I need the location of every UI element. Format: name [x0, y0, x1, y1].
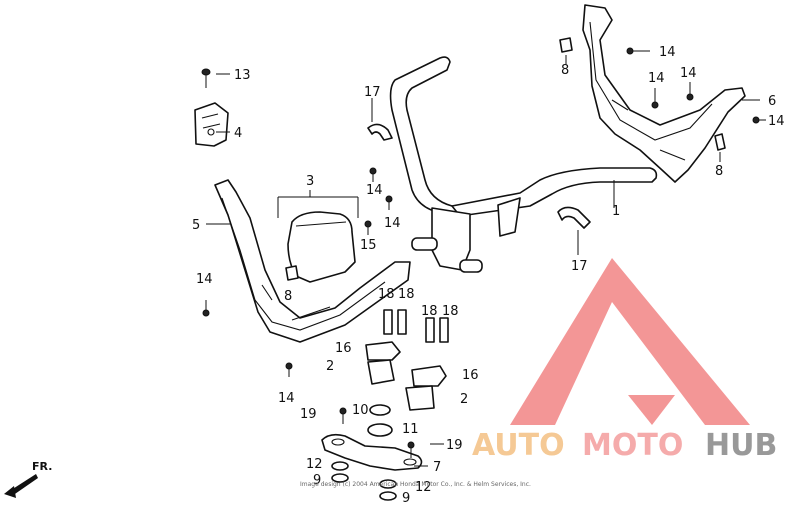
front-direction-indicator: FR.: [4, 460, 52, 498]
callout-8: 8: [284, 289, 292, 304]
callout-8: 8: [561, 63, 569, 78]
watermark-text-auto: AUTO: [472, 428, 565, 463]
callout-14: 14: [659, 45, 676, 60]
callout-14: 14: [196, 272, 213, 287]
watermark-text-moto: MOTO: [582, 428, 683, 463]
callout-15: 15: [360, 238, 377, 253]
bracket-part: [194, 68, 229, 147]
callout-labels: 1 2 2 3 4 5 6 7 8 8 8 9 9 10 11 12 12 13…: [192, 45, 785, 506]
leader-lines: [206, 55, 760, 467]
callout-17: 17: [364, 85, 381, 100]
callout-16: 16: [462, 368, 479, 383]
callout-18: 18: [421, 304, 438, 319]
callout-19: 19: [300, 407, 317, 422]
callout-10: 10: [352, 403, 369, 418]
callout-14: 14: [278, 391, 295, 406]
callout-19: 19: [446, 438, 463, 453]
callout-14: 14: [768, 114, 785, 129]
callout-14: 14: [384, 216, 401, 231]
callout-13: 13: [234, 68, 251, 83]
holder-parts: [365, 309, 449, 411]
direction-label: FR.: [32, 460, 52, 473]
callout-18: 18: [378, 287, 395, 302]
callout-14: 14: [648, 71, 665, 86]
callout-14: 14: [366, 183, 383, 198]
callout-12: 12: [306, 457, 323, 472]
watermark-text-hub: HUB: [705, 428, 777, 463]
callout-18: 18: [398, 287, 415, 302]
callout-8: 8: [715, 164, 723, 179]
fastener-screws: [202, 37, 766, 377]
callout-17: 17: [571, 259, 588, 274]
callout-12: 12: [415, 480, 432, 495]
watermark-triangle-icon: [510, 258, 750, 425]
callout-4: 4: [234, 126, 242, 141]
front-arrow-icon: [8, 474, 38, 496]
left-cover-part: [214, 179, 411, 343]
callout-5: 5: [192, 218, 200, 233]
callout-11: 11: [402, 422, 419, 437]
callout-6: 6: [768, 94, 776, 109]
callout-14: 14: [680, 66, 697, 81]
right-cover-part: [582, 4, 746, 183]
callout-1: 1: [612, 204, 620, 219]
callout-9: 9: [402, 491, 410, 506]
lower-plate-parts: [321, 404, 423, 501]
callout-16: 16: [335, 341, 352, 356]
copyright-text: Image design (c) 2004 American Honda Mot…: [300, 481, 531, 488]
callout-18: 18: [442, 304, 459, 319]
callout-3: 3: [306, 174, 314, 189]
handlebar-part: [389, 56, 658, 273]
center-pad-part: [277, 190, 359, 283]
callout-2: 2: [326, 359, 334, 374]
callout-7: 7: [433, 460, 441, 475]
clamp-parts: [367, 123, 591, 229]
callout-9: 9: [313, 473, 321, 488]
watermark-logo: AUTO MOTO HUB: [472, 258, 777, 463]
callout-2: 2: [460, 392, 468, 407]
